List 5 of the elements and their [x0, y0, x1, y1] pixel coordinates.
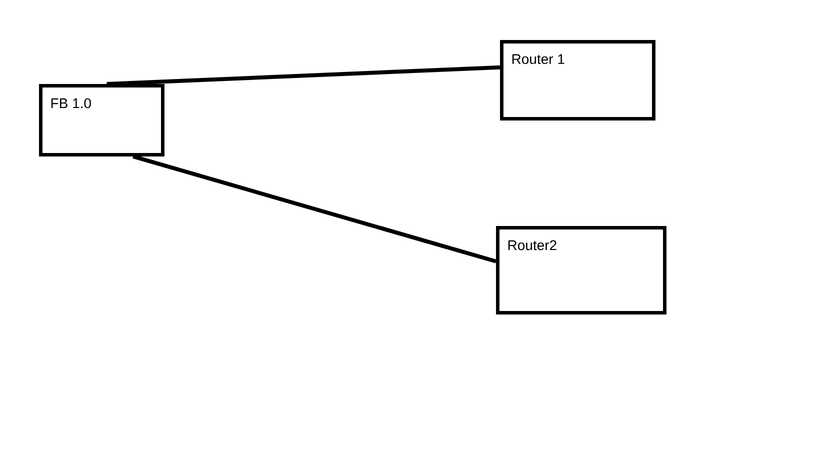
line: [132, 154, 497, 264]
box: FB 1.0: [39, 84, 164, 156]
line: [106, 65, 500, 86]
box: Router2: [496, 226, 666, 314]
box: Router 1: [500, 40, 656, 120]
